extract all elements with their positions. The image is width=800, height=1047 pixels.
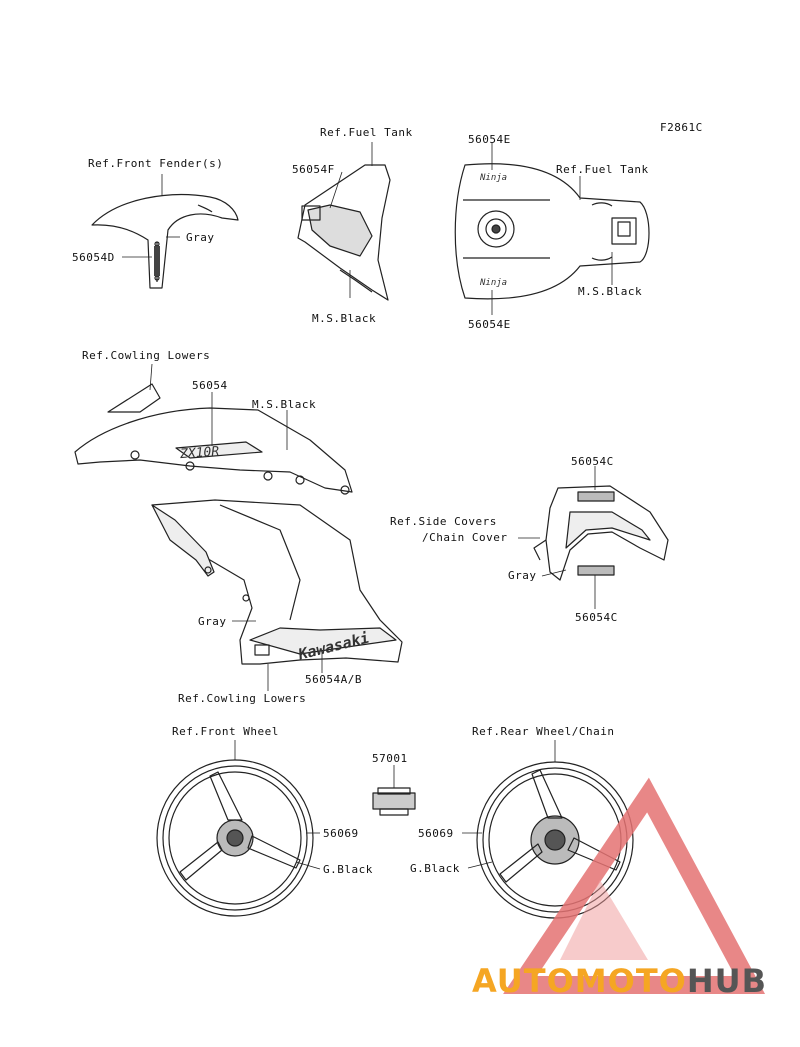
watermark-part1: AUTOMOTO [472,962,687,1000]
label-ref-front-wheel: Ref.Front Wheel [172,725,279,738]
tank-logo-top: Ninja [479,173,507,183]
label-ref-front-fender: Ref.Front Fender(s) [88,157,224,170]
watermark-text: AUTOMOTOHUB [472,962,767,1000]
label-g-black-front: G.Black [323,863,373,876]
label-ref-rear-wheel: Ref.Rear Wheel/Chain [472,725,615,738]
cowl-decal-text: ZX10R [179,444,220,462]
watermark-part2: HUB [686,962,768,1000]
diagram-code: F2861C [660,121,703,134]
label-56054AB: 56054A/B [305,673,362,686]
label-gray-seat: Gray [508,569,537,582]
part-57001 [372,787,416,816]
label-56069-rear: 56069 [418,827,454,840]
label-56054C-top: 56054C [571,455,614,468]
seat-cowl [533,485,669,581]
label-ms-black-3: M.S.Black [252,398,317,411]
label-56054: 56054 [192,379,228,392]
label-chain-cover: /Chain Cover [422,531,508,544]
label-ref-fuel-tank-1: Ref.Fuel Tank [320,126,413,139]
tank-cover [297,164,391,301]
label-ref-fuel-tank-2: Ref.Fuel Tank [556,163,649,176]
label-ref-cowling-lowers-1: Ref.Cowling Lowers [82,349,211,362]
label-56054D: 56054D [72,251,115,264]
front-wheel [156,759,314,917]
watermark-logo [503,777,766,994]
label-56054F: 56054F [292,163,335,176]
label-56069-front: 56069 [323,827,359,840]
leader-lines [122,142,613,870]
label-57001: 57001 [372,752,408,765]
label-gray-cowl: Gray [198,615,227,628]
label-g-black-rear: G.Black [410,862,460,875]
tank-logo-bottom: Ninja [479,278,507,288]
front-fender [91,194,239,289]
label-gray-fender: Gray [186,231,215,244]
upper-cowl [74,383,353,495]
label-56054E-top: 56054E [468,133,511,146]
label-ref-side-covers: Ref.Side Covers [390,515,497,528]
label-ms-black-1: M.S.Black [312,312,377,325]
lower-fairing [151,499,403,665]
fuel-tank [454,163,650,300]
label-56054E-bottom: 56054E [468,318,511,331]
label-56054C-bottom: 56054C [575,611,618,624]
label-ref-cowling-lowers-2: Ref.Cowling Lowers [178,692,307,705]
label-ms-black-2: M.S.Black [578,285,643,298]
